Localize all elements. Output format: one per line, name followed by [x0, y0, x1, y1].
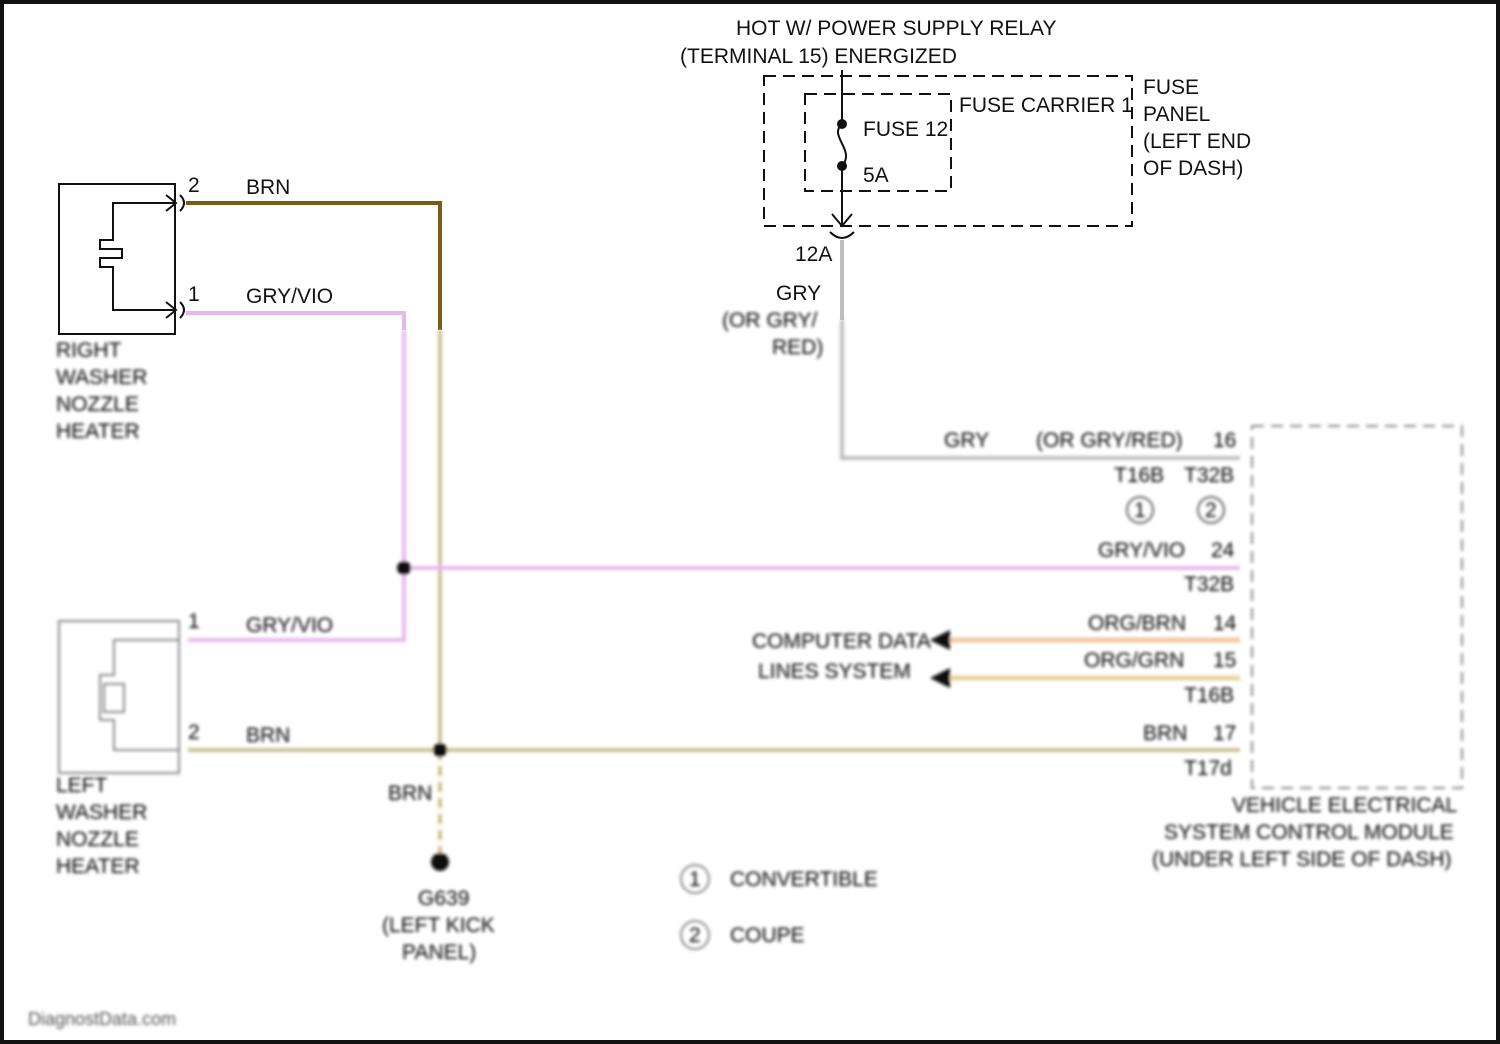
org-brn-wire-label: ORG/BRN — [1088, 612, 1186, 635]
right-heater-pin-2: 2 — [188, 174, 200, 197]
gry-vio-wire-label-top: GRY/VIO — [246, 285, 333, 308]
gry-vio-wire-vertical — [188, 330, 404, 640]
brn-wire-label-left: BRN — [246, 724, 290, 747]
ground-g639-symbol — [431, 853, 449, 871]
computer-data-label-2: LINES SYSTEM — [758, 660, 911, 683]
fuse-rating-label: 5A — [863, 164, 889, 187]
left-heater-resistor — [104, 684, 124, 712]
legend-text-2: COUPE — [730, 924, 805, 947]
module-connector-t32b-mid: T32B — [1184, 573, 1234, 596]
right-heater-label-4: HEATER — [56, 420, 140, 443]
feed-wire-label-3: RED) — [772, 336, 823, 359]
left-heater-label-2: WASHER — [56, 801, 147, 824]
brn-wire-label-ground: BRN — [388, 782, 432, 805]
fuse-carrier-label: FUSE CARRIER 1 — [959, 94, 1133, 117]
vehicle-electrical-module-box — [1252, 426, 1462, 788]
computer-data-label-1: COMPUTER DATA — [752, 630, 931, 653]
gry-vio-wire-label-module: GRY/VIO — [1098, 539, 1185, 562]
module-connector-t16b-top: T16B — [1114, 464, 1164, 487]
legend-text-1: CONVERTIBLE — [730, 868, 878, 891]
power-source-label-1: HOT W/ POWER SUPPLY RELAY — [736, 17, 1057, 40]
left-heater-label-3: NOZZLE — [56, 828, 139, 851]
left-heater-pin-1: 1 — [188, 610, 200, 633]
module-label-2: SYSTEM CONTROL MODULE — [1164, 821, 1454, 844]
module-pin-24: 24 — [1211, 539, 1235, 562]
power-source-label-2: (TERMINAL 15) ENERGIZED — [680, 45, 957, 68]
org-grn-wire-label: ORG/GRN — [1084, 649, 1184, 672]
fuse-name-label: FUSE 12 — [863, 118, 948, 141]
module-label-1: VEHICLE ELECTRICAL — [1232, 794, 1457, 817]
brn-wire-label-module: BRN — [1143, 722, 1187, 745]
ground-id-label: G639 — [418, 887, 469, 910]
computer-data-arrow-1 — [930, 630, 950, 650]
fuse-symbol — [838, 124, 846, 166]
right-heater-label-1: RIGHT — [56, 339, 122, 362]
module-pin-14: 14 — [1213, 612, 1237, 635]
terminal-12a-connector — [830, 232, 854, 238]
ground-label-2: (LEFT KICK — [382, 914, 495, 937]
ground-label-3: PANEL) — [402, 941, 476, 964]
left-heater-element — [100, 640, 179, 750]
module-connector-t32b-top: T32B — [1184, 464, 1234, 487]
variant-mark-2: 2 — [1205, 499, 1217, 522]
right-heater-pin1-connector — [180, 302, 184, 318]
right-heater-element — [100, 203, 175, 310]
fuse-panel-label-1: FUSE — [1143, 76, 1199, 99]
fuse-panel-label-4: OF DASH) — [1143, 157, 1243, 180]
module-label-3: (UNDER LEFT SIDE OF DASH) — [1152, 848, 1451, 871]
brn-wire-right-heater — [186, 203, 440, 330]
left-heater-label-4: HEATER — [56, 855, 140, 878]
module-connector-t17d: T17d — [1184, 757, 1232, 780]
left-heater-pin-2: 2 — [188, 721, 200, 744]
module-connector-t16b-bottom: T16B — [1184, 684, 1234, 707]
right-heater-pin2-connector — [180, 195, 184, 211]
right-heater-label-3: NOZZLE — [56, 393, 139, 416]
gry-wire-label-module: GRY — [944, 429, 989, 452]
module-pin-16: 16 — [1213, 429, 1236, 452]
right-heater-label-2: WASHER — [56, 366, 147, 389]
gry-vio-wire-label-left: GRY/VIO — [246, 614, 333, 637]
gry-or-red-label: (OR GRY/RED) — [1036, 429, 1183, 452]
legend-num-2: 2 — [689, 924, 701, 947]
brn-wire-label-top: BRN — [246, 176, 290, 199]
module-pin-17: 17 — [1213, 722, 1236, 745]
terminal-12a-label: 12A — [795, 243, 832, 266]
module-pin-15: 15 — [1213, 649, 1236, 672]
fuse-panel-label-3: (LEFT END — [1143, 130, 1251, 153]
watermark: DiagnostData.com — [28, 1009, 176, 1029]
left-heater-label-1: LEFT — [56, 774, 108, 797]
brn-splice — [433, 743, 447, 757]
computer-data-arrow-2 — [930, 668, 950, 688]
right-heater-pin-1: 1 — [188, 283, 200, 306]
gry-vio-splice — [397, 561, 411, 575]
fuse-panel-label-2: PANEL — [1143, 103, 1210, 126]
feed-wire-label-2: (OR GRY/ — [722, 309, 817, 332]
legend-num-1: 1 — [689, 868, 701, 891]
feed-wire-label-1: GRY — [776, 282, 821, 305]
lower-diagram-region: G639 (LEFT KICK PANEL) BRN RIGHT WASHER … — [28, 309, 1462, 1029]
variant-mark-1: 1 — [1134, 499, 1146, 522]
gry-vio-wire-right-heater — [186, 313, 404, 330]
